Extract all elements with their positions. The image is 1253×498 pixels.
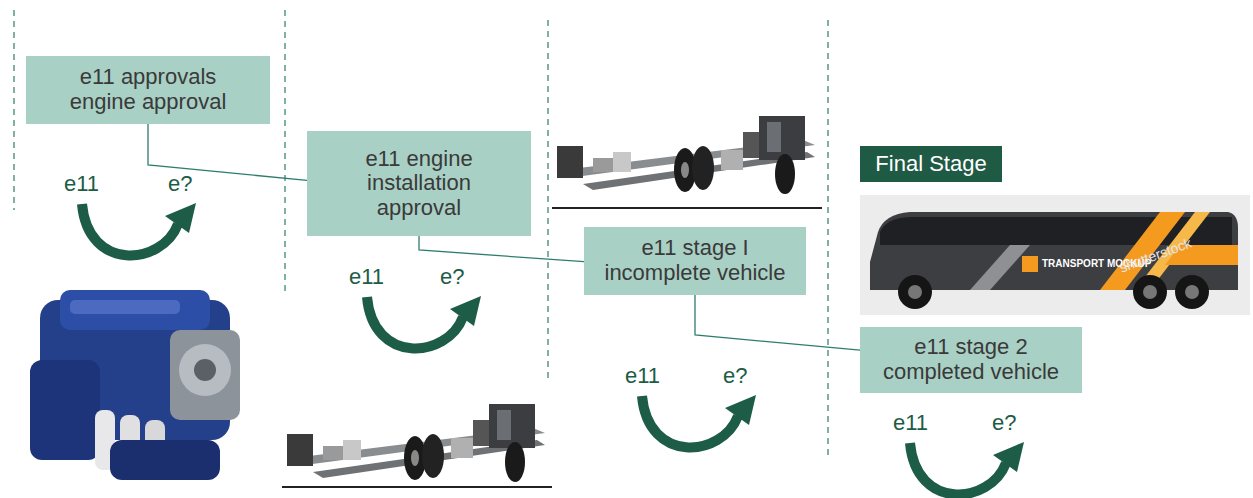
connector-path (419, 236, 584, 262)
transfer-arrow (367, 296, 481, 348)
chassis-image (287, 404, 545, 482)
bus-image (860, 195, 1250, 315)
process-box: e11 stage I incomplete vehicle (584, 227, 806, 295)
ground-line (552, 207, 822, 209)
separator-line (827, 20, 828, 460)
country-code: e11 (349, 265, 384, 289)
country-code: e11 (893, 411, 928, 435)
connector-line (695, 295, 860, 350)
country-code: e? (723, 364, 747, 388)
process-box: e11 engine installation approval (307, 131, 531, 236)
country-code: e? (992, 411, 1016, 435)
separator-line (13, 10, 14, 210)
box-text: e11 stage 2 completed vehicle (866, 335, 1076, 384)
box-text: Final Stage (875, 152, 986, 177)
process-box: e11 approvals engine approval (26, 56, 270, 124)
stage-tag: Final Stage (860, 146, 1002, 182)
country-code: e11 (64, 172, 99, 196)
box-text: e11 approvals engine approval (58, 65, 238, 114)
box-text: e11 engine installation approval (344, 147, 494, 221)
separator-line (547, 20, 548, 380)
transfer-arrow (82, 203, 196, 255)
transfer-arrow (642, 395, 756, 447)
country-code: e? (440, 265, 464, 289)
ground-line (282, 486, 552, 488)
engine-image (30, 290, 240, 480)
separator-line (284, 10, 285, 295)
country-code: e11 (625, 364, 660, 388)
box-text: e11 stage I incomplete vehicle (590, 236, 800, 285)
connector-line (419, 236, 584, 262)
transfer-arrow (910, 442, 1024, 494)
connector-path (695, 295, 860, 350)
chassis-image (557, 116, 815, 194)
process-box: e11 stage 2 completed vehicle (860, 327, 1082, 393)
country-code: e? (168, 172, 192, 196)
